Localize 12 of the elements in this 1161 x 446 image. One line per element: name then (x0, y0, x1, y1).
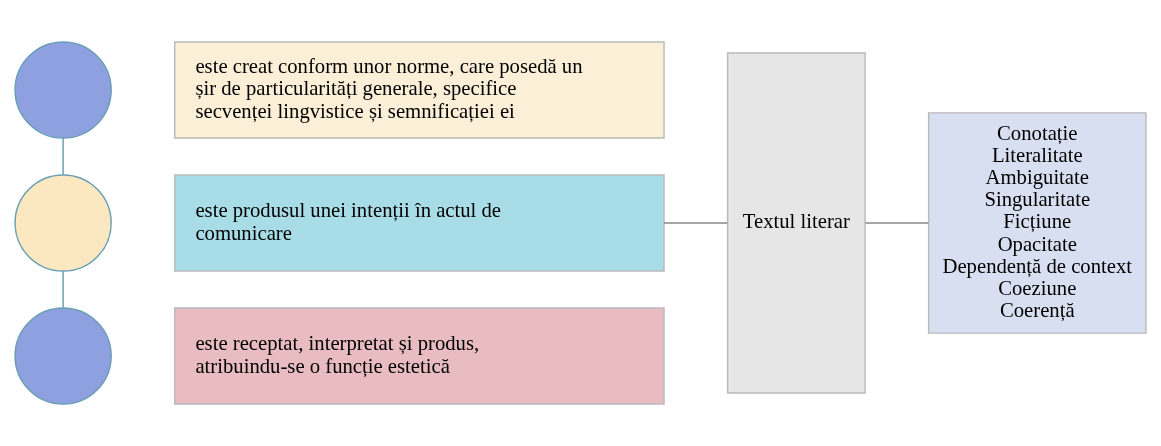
node-box: este creat conform unor norme, care posedă un șir de particularități generale, specifice secvenței lingvistice și semnificației ei (174, 41, 665, 139)
connector (663, 222, 729, 224)
node-circle (14, 174, 112, 272)
connector (62, 137, 64, 176)
node-circle (14, 307, 112, 405)
node-circle (14, 41, 112, 139)
node-box: Textul literar (726, 52, 866, 394)
node-box: este produsul unei intenții în actul de comunicare (174, 174, 665, 272)
connector (864, 222, 930, 224)
connector (62, 270, 64, 309)
node-box: este receptat, interpretat și produs, atribuindu-se o funcție estetică (174, 307, 665, 405)
node-box: Conotație Literalitate Ambiguitate Singularitate Ficțiune Opacitate Dependență de context Coeziune Coerență (927, 112, 1147, 334)
